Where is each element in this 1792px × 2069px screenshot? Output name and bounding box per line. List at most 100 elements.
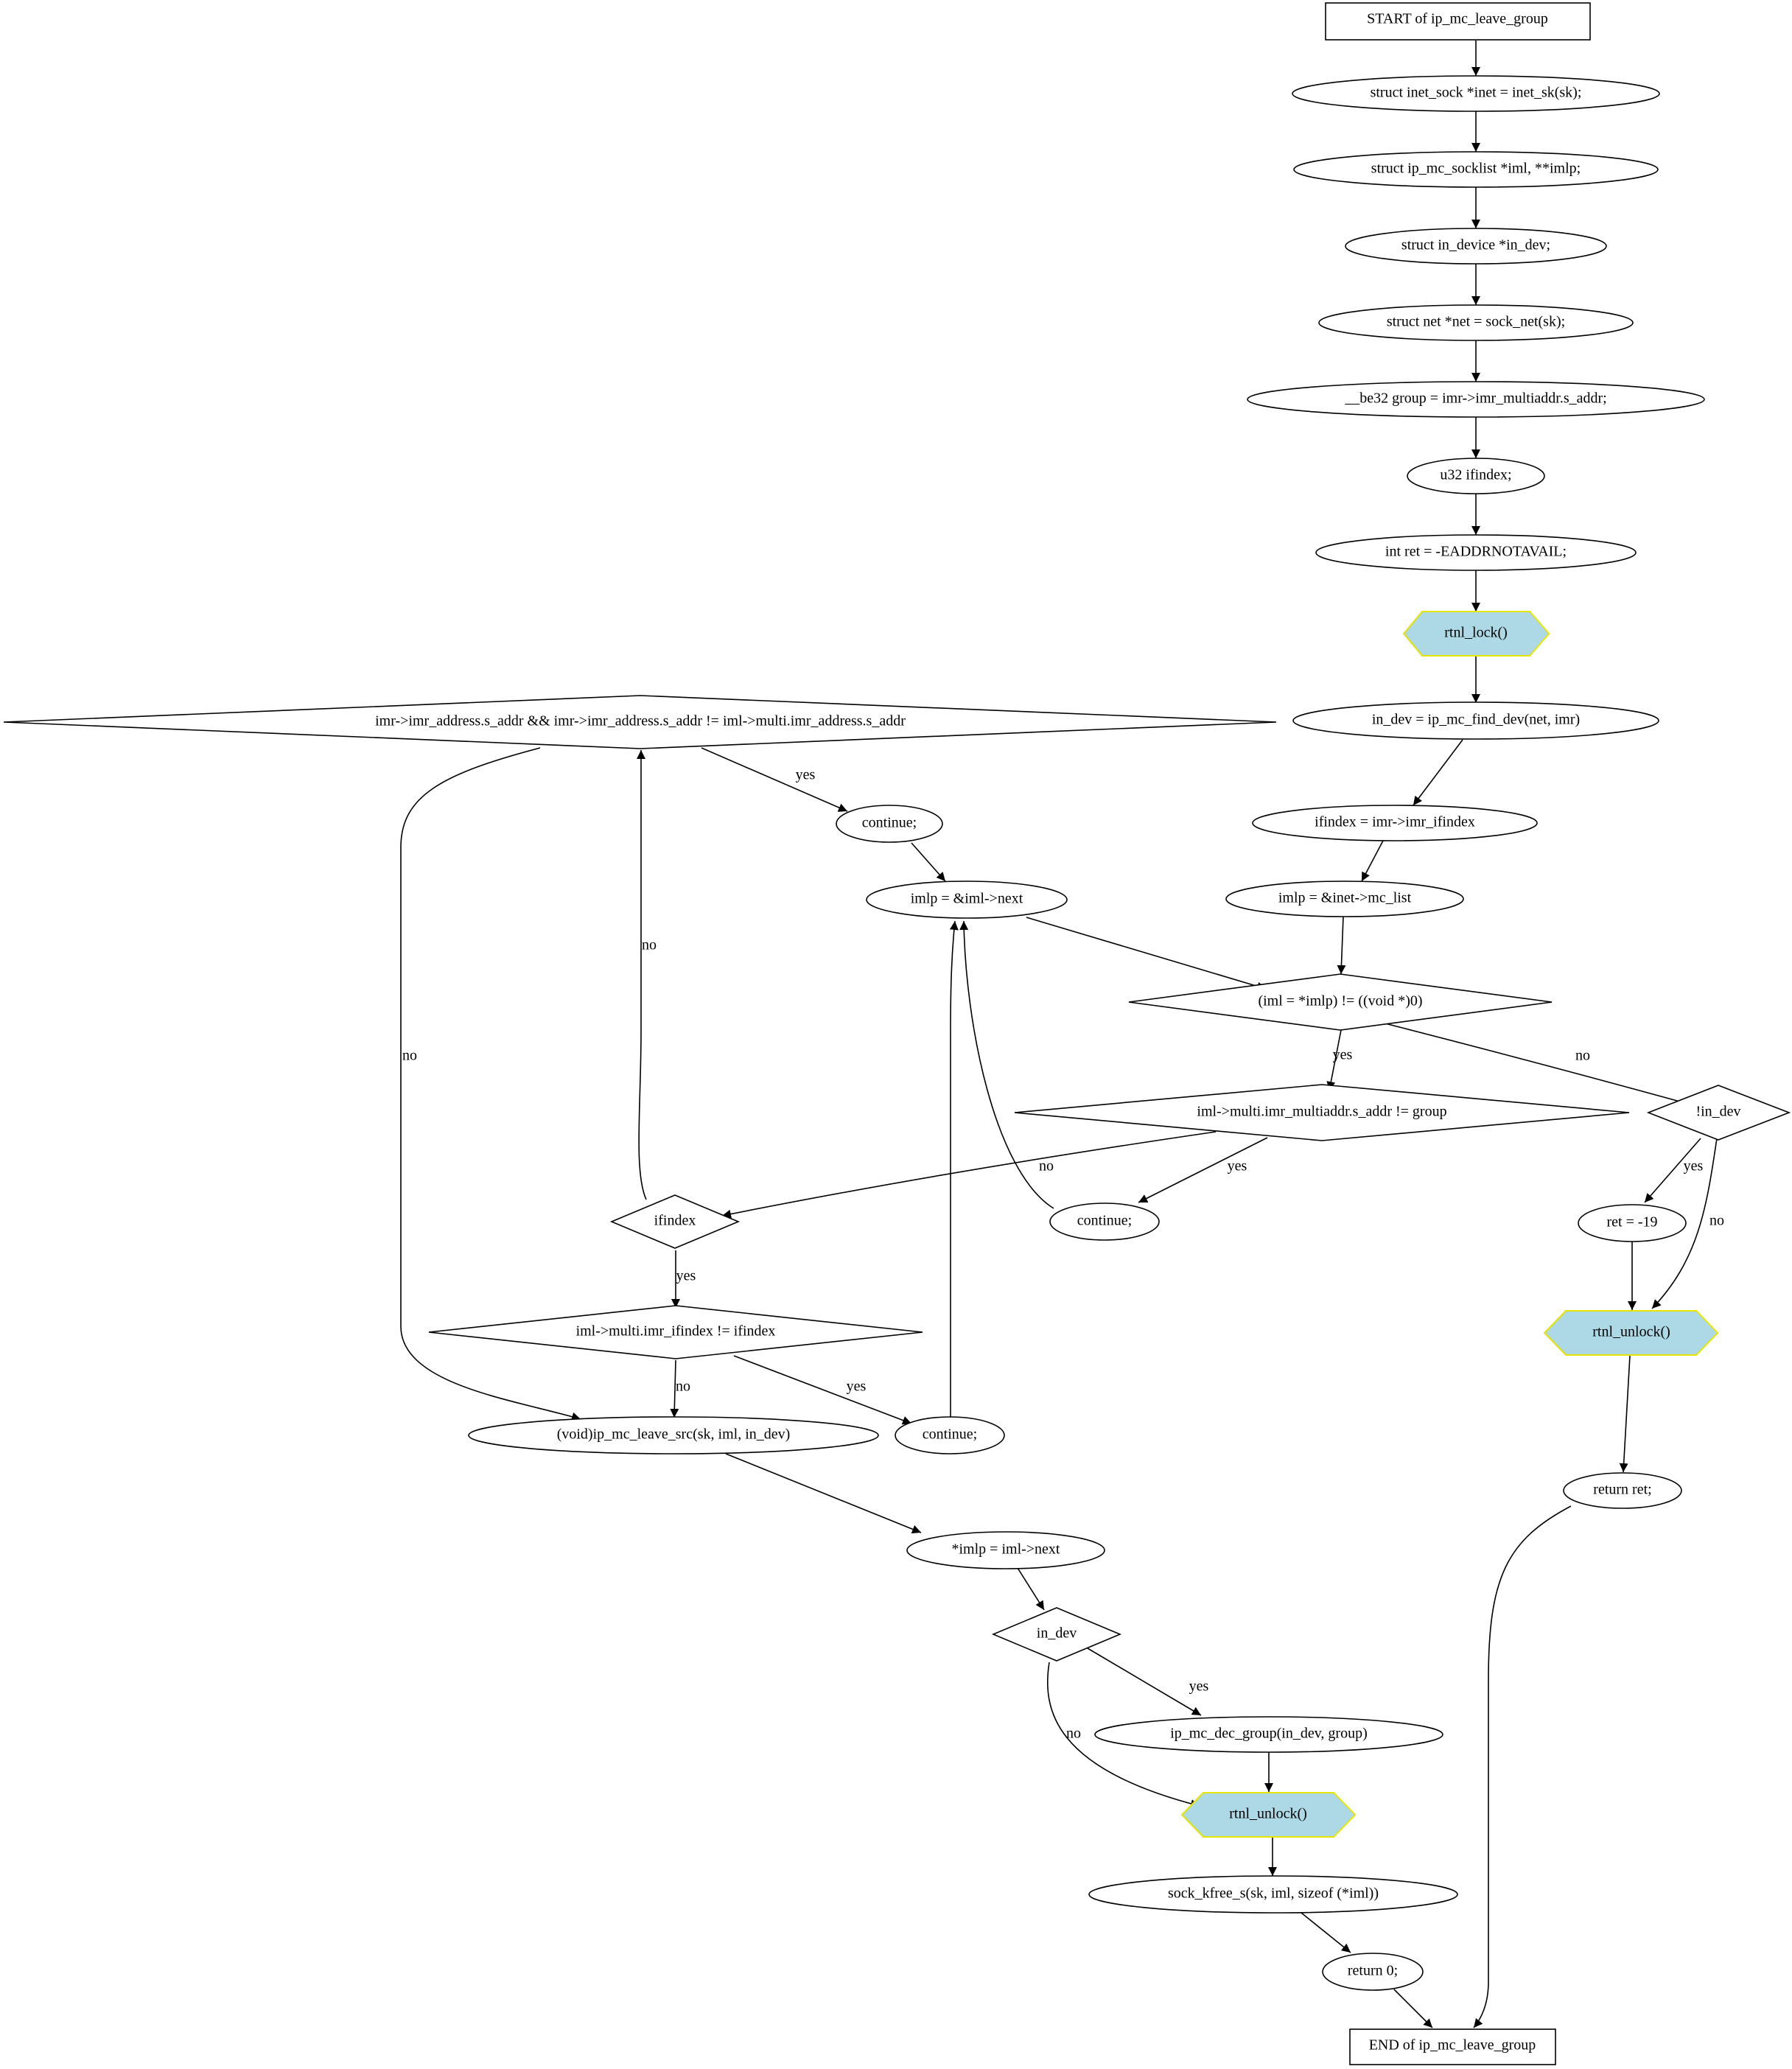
label-loop-yes: yes	[1333, 1047, 1353, 1063]
label-addr-no-leave: no	[402, 1048, 417, 1064]
edge-unlock1-returnret	[1619, 1355, 1631, 1473]
ifindex-decision	[609, 1194, 741, 1249]
group-cond-label: iml->multi.imr_multiaddr.s_addr != group	[1197, 1104, 1446, 1120]
label-notin-no: no	[1709, 1213, 1724, 1229]
leave-src-label: (void)ip_mc_leave_src(sk, iml, in_dev)	[557, 1426, 791, 1443]
return-ret-label: return ret;	[1593, 1482, 1651, 1498]
edge-addr-leavesrc	[400, 747, 581, 1421]
rtnl-unlock-1-label: rtnl_unlock()	[1592, 1324, 1670, 1340]
in-dev-decl-label: struct in_device *in_dev;	[1401, 237, 1550, 253]
continue-1-node	[836, 805, 943, 843]
kfree-node	[1088, 1875, 1458, 1914]
ifindex-decl-node	[1407, 458, 1545, 494]
ifindex-assign-node	[1252, 805, 1538, 841]
in-dev-decision	[991, 1607, 1122, 1662]
leave-src-node	[468, 1416, 879, 1454]
find-dev-label: in_dev = ip_mc_find_dev(net, imr)	[1372, 712, 1580, 728]
find-dev-node	[1292, 701, 1659, 740]
continue-3-node	[895, 1416, 1005, 1454]
end-node	[1349, 2028, 1556, 2065]
label-addr-no-loop: no	[642, 937, 657, 953]
ret-19-node	[1578, 1204, 1687, 1242]
edge-indev-decgroup	[1087, 1648, 1202, 1716]
in-dev-decl-node	[1345, 228, 1607, 265]
ifindex-label: ifindex	[654, 1213, 696, 1229]
label-ifidx-yes: yes	[847, 1379, 867, 1395]
label-ifidx-no: no	[676, 1379, 690, 1395]
edge-ifidx-leavesrc	[670, 1359, 679, 1418]
imlp-assign-node	[906, 1531, 1105, 1569]
edge-addr-continue1	[701, 747, 848, 812]
rtnl-unlock-1-node	[1543, 1310, 1719, 1356]
not-in-dev-decision	[1646, 1085, 1791, 1141]
label-group-yes: yes	[1228, 1158, 1247, 1174]
end-label: END of ip_mc_leave_group	[1369, 2037, 1536, 2054]
imlp-next-node	[866, 881, 1068, 919]
iml-decl-node	[1293, 151, 1659, 188]
edge-notindev-unlock1	[1651, 1138, 1718, 1309]
label-group-no: no	[1039, 1158, 1054, 1174]
addr-cond-label: imr->imr_address.s_addr && imr->imr_addr…	[375, 713, 906, 729]
label-ifindex-yes: yes	[676, 1268, 696, 1284]
not-in-dev-label: !in_dev	[1695, 1104, 1740, 1120]
nodes: START of ip_mc_leave_group struct inet_s…	[3, 2, 1791, 2065]
return-0-node	[1322, 1953, 1424, 1991]
start-node	[1325, 2, 1591, 41]
group-decl-node	[1247, 381, 1705, 418]
group-cond-decision	[1014, 1084, 1630, 1141]
ifidx-cond-decision	[428, 1305, 923, 1359]
imlp-init-label: imlp = &inet->mc_list	[1278, 890, 1412, 906]
loop-cond-decision	[1128, 973, 1553, 1031]
dec-group-node	[1094, 1716, 1443, 1753]
loop-cond-label: (iml = *imlp) != ((void *)0)	[1258, 993, 1422, 1009]
return-0-label: return 0;	[1348, 1963, 1398, 1979]
dec-group-label: ip_mc_dec_group(in_dev, group)	[1170, 1726, 1368, 1742]
rtnl-lock-label: rtnl_lock()	[1444, 625, 1508, 641]
continue-2-node	[1049, 1202, 1160, 1241]
in-dev-label: in_dev	[1037, 1625, 1077, 1642]
inet-decl-node	[1292, 75, 1660, 112]
ifindex-assign-label: ifindex = imr->imr_ifindex	[1315, 814, 1475, 830]
edge-group-ifindex	[721, 1131, 1217, 1219]
return-ret-node	[1563, 1472, 1682, 1509]
label-loop-no: no	[1575, 1048, 1590, 1064]
inet-decl-label: struct inet_sock *inet = inet_sk(sk);	[1371, 85, 1582, 101]
edge-group-continue2	[1138, 1137, 1268, 1203]
ifidx-cond-label: iml->multi.imr_ifindex != ifindex	[576, 1323, 776, 1340]
edges	[400, 41, 1718, 2028]
edge-kfree-return0	[1301, 1912, 1351, 1953]
ifindex-decl-label: u32 ifindex;	[1440, 467, 1511, 483]
continue-3-label: continue;	[923, 1426, 977, 1443]
edge-imlpnext-loop	[1026, 917, 1267, 991]
imlp-init-node	[1225, 881, 1464, 917]
rtnl-unlock-2-label: rtnl_unlock()	[1229, 1806, 1307, 1822]
edge-ifindexassign-imlpinit	[1361, 840, 1384, 882]
net-decl-label: struct net *net = sock_net(sk);	[1387, 314, 1565, 330]
net-decl-node	[1318, 304, 1634, 341]
label-indev-no: no	[1066, 1726, 1081, 1742]
iml-decl-label: struct ip_mc_socklist *iml, **imlp;	[1371, 161, 1581, 177]
edge-loop-notindev	[1376, 1021, 1694, 1107]
edge-finddev-ifindexassign	[1413, 739, 1463, 806]
edge-ifindex-addr	[637, 750, 647, 1200]
edge-continue2-imlpnext	[959, 920, 1054, 1209]
ret-decl-label: int ret = -EADDRNOTAVAIL;	[1385, 544, 1567, 560]
edge-ifidx-continue3	[733, 1355, 912, 1425]
imlp-next-label: imlp = &iml->next	[911, 891, 1023, 907]
edge-imlpassign-indev	[1017, 1567, 1045, 1611]
continue-2-label: continue;	[1077, 1213, 1132, 1229]
edge-continue1-imlpnext	[911, 842, 946, 882]
edge-return0-end	[1393, 1989, 1433, 2028]
rtnl-lock-node	[1402, 611, 1550, 657]
label-addr-yes: yes	[796, 767, 816, 783]
ret-decl-node	[1315, 534, 1637, 571]
edge-leavesrc-imlpassign	[725, 1453, 922, 1534]
kfree-label: sock_kfree_s(sk, iml, sizeof (*iml))	[1168, 1886, 1379, 1902]
edge-continue3-imlpnext	[949, 920, 959, 1418]
ret-19-label: ret = -19	[1606, 1214, 1657, 1230]
start-label: START of ip_mc_leave_group	[1367, 11, 1548, 27]
continue-1-label: continue;	[862, 815, 917, 831]
edge-notindev-ret19	[1644, 1138, 1701, 1203]
label-notin-yes: yes	[1684, 1158, 1704, 1174]
